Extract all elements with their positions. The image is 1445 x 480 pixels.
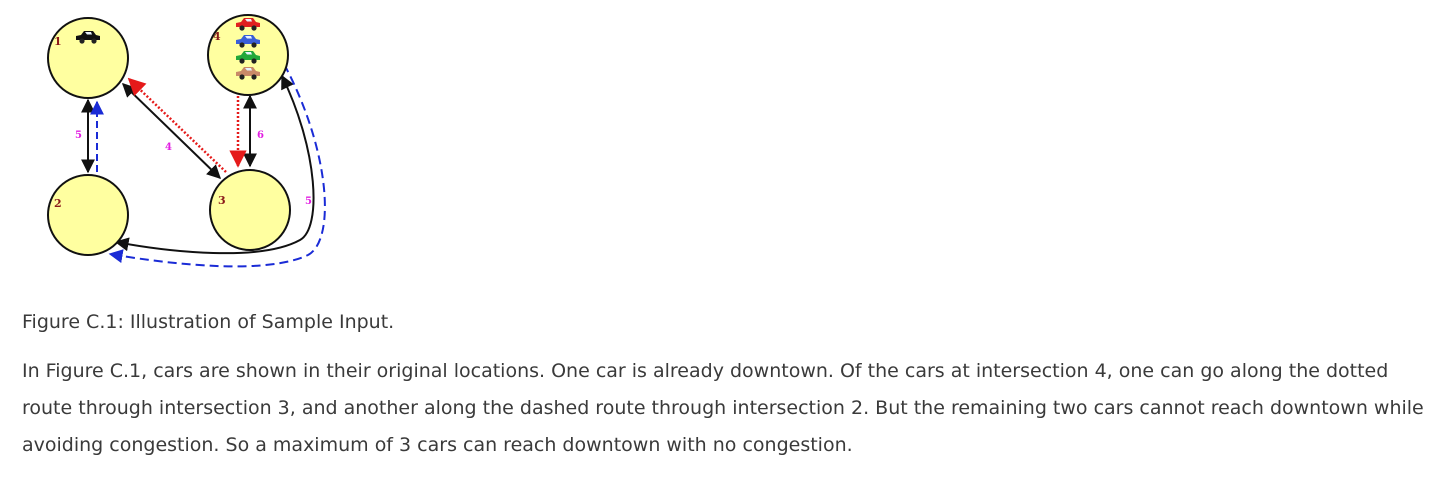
edge-2-4 — [114, 74, 315, 255]
node-label-1: 1 — [54, 35, 62, 48]
node-3: 3 — [209, 169, 291, 251]
edge-label-1-3: 4 — [165, 142, 172, 153]
node-label-3: 3 — [218, 194, 226, 207]
edge-1-3 — [121, 83, 222, 179]
dashed-route-4-2 — [108, 63, 326, 268]
figure-caption: Figure C.1: Illustration of Sample Input… — [22, 311, 395, 333]
node-label-2: 2 — [54, 197, 62, 210]
node-2: 2 — [47, 174, 129, 256]
node-label-4: 4 — [213, 30, 221, 43]
edge-label-1-2: 5 — [75, 130, 82, 141]
node-4: 4 — [207, 14, 289, 96]
node-1: 1 — [47, 17, 129, 99]
explanation-paragraph: In Figure C.1, cars are shown in their o… — [22, 360, 1424, 456]
edge-label-3-4: 6 — [257, 130, 264, 141]
intersection-graph-diagram: 5 4 6 5 1 2 3 4 — [47, 14, 326, 268]
edge-label-2-4: 5 — [305, 196, 312, 207]
dotted-route-3-1 — [127, 77, 227, 173]
